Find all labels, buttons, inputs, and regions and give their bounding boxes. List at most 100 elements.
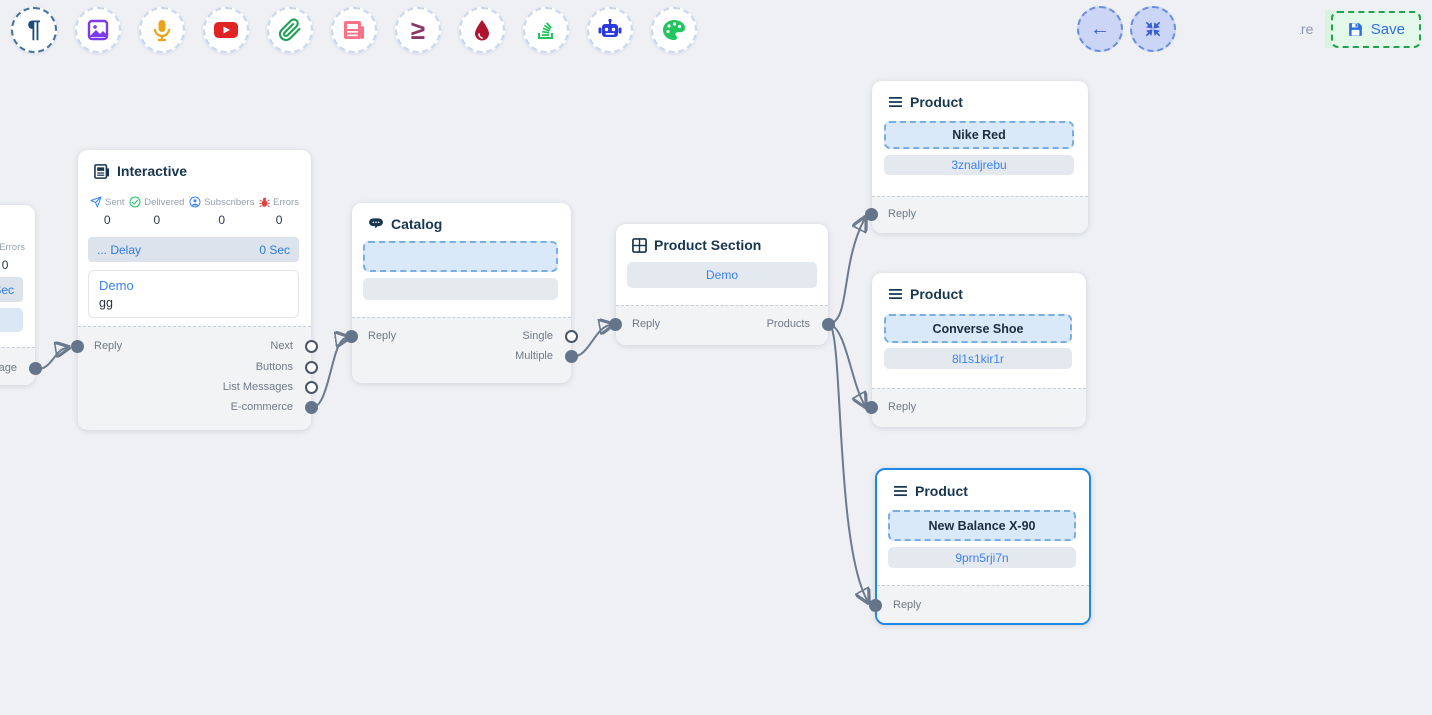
port-label-reply: Reply xyxy=(893,599,922,611)
input-handle-reply[interactable] xyxy=(345,330,358,343)
save-button[interactable]: Save xyxy=(1330,11,1421,48)
robot-icon xyxy=(597,18,623,42)
node-title: Interactive xyxy=(117,163,188,179)
product-name: Converse Shoe xyxy=(932,321,1024,336)
node-title: Catalog xyxy=(391,216,443,232)
input-handle-reply[interactable] xyxy=(609,318,622,331)
node-product-1[interactable]: Product Nike Red 3znaljrebu Reply xyxy=(865,81,1088,233)
stats-row: Sent 0 Delivered 0 Subscribers 0 xyxy=(78,196,311,227)
node-title: Product xyxy=(910,286,963,302)
product-id-box[interactable]: 9prn5rji7n xyxy=(888,547,1076,568)
list-icon xyxy=(888,96,903,108)
node-product-2[interactable]: Product Converse Shoe 8l1s1kir1r Reply xyxy=(865,273,1086,427)
stat-sent: Sent 0 xyxy=(90,196,125,227)
product-id: 9prn5rji7n xyxy=(955,550,1009,565)
edge-products-to-product3 xyxy=(829,323,867,600)
stat-subscribers: Subscribers 0 xyxy=(189,196,254,227)
output-handle-next[interactable] xyxy=(305,340,318,353)
toolbar-text-button[interactable]: ¶ xyxy=(11,7,57,53)
node-footer xyxy=(352,317,571,383)
port-label-list-messages: List Messages xyxy=(222,381,293,393)
port-label-reply: Reply xyxy=(632,318,661,330)
stat-label: Errors xyxy=(0,241,25,253)
stat-errors: Errors 0 xyxy=(259,196,299,227)
product-id-box[interactable]: 8l1s1kir1r xyxy=(884,348,1072,369)
toolbar-file-button[interactable] xyxy=(267,7,313,53)
toolbar-template-button[interactable] xyxy=(331,7,377,53)
product-name-box[interactable]: Nike Red xyxy=(884,121,1074,149)
toolbar-sequence-button[interactable] xyxy=(523,7,569,53)
catalog-slot-box[interactable] xyxy=(363,241,558,272)
product-id: 3znaljrebu xyxy=(951,158,1007,172)
section-demo-box[interactable]: Demo xyxy=(627,262,817,288)
edge-products-to-product2 xyxy=(829,323,864,404)
delay-row[interactable]: 0 Sec xyxy=(0,277,23,302)
node-footer xyxy=(78,326,311,430)
delay-value: 0 Sec xyxy=(0,282,14,297)
product-id: 8l1s1kir1r xyxy=(951,351,1005,366)
node-message-partial[interactable]: Errors 0 0 Sec Message xyxy=(0,205,42,385)
palette-icon xyxy=(662,19,686,41)
stack-icon xyxy=(535,19,557,41)
node-footer xyxy=(872,388,1086,427)
toolbar-theme-button[interactable] xyxy=(651,7,697,53)
toolbar-audio-button[interactable] xyxy=(139,7,185,53)
output-handle-message[interactable] xyxy=(29,362,42,375)
port-label-reply: Reply xyxy=(368,330,397,342)
back-button[interactable]: ← xyxy=(1077,6,1123,52)
toolbar-drip-button[interactable] xyxy=(459,7,505,53)
port-label-reply: Reply xyxy=(94,340,123,352)
node-catalog[interactable]: Catalog Reply Single Multiple xyxy=(345,203,578,383)
product-name: New Balance X-90 xyxy=(928,518,1036,533)
output-handle-ecommerce[interactable] xyxy=(305,401,318,414)
toolbar-condition-button[interactable]: ≥ xyxy=(395,7,441,53)
delay-value: 0 Sec xyxy=(259,242,290,257)
node-product-3[interactable]: Product New Balance X-90 9prn5rji7n Repl… xyxy=(869,468,1091,625)
output-handle-list-messages[interactable] xyxy=(305,381,318,394)
input-handle-reply[interactable] xyxy=(865,401,878,414)
share-button-label: Share xyxy=(1300,21,1314,37)
message-box[interactable]: Demo gg xyxy=(88,270,299,318)
input-handle-reply[interactable] xyxy=(865,208,878,221)
stat-delivered: Delivered 0 xyxy=(129,196,184,227)
message-content-box[interactable] xyxy=(0,308,23,332)
output-handle-single[interactable] xyxy=(565,330,578,343)
image-icon xyxy=(86,18,110,42)
fit-view-button[interactable] xyxy=(1130,6,1176,52)
product-name: Nike Red xyxy=(952,128,1006,142)
send-icon xyxy=(90,196,102,208)
port-label-message: Message xyxy=(0,362,17,374)
output-handle-buttons[interactable] xyxy=(305,361,318,374)
input-handle-reply[interactable] xyxy=(71,340,84,353)
toolbar-video-button[interactable] xyxy=(203,7,249,53)
delay-label: ... Delay xyxy=(97,242,142,257)
stat-errors: Errors 0 xyxy=(0,241,25,273)
output-handle-products[interactable] xyxy=(822,318,835,331)
product-id-box[interactable]: 3znaljrebu xyxy=(884,155,1074,175)
check-circle-icon xyxy=(129,196,141,208)
port-label-reply: Reply xyxy=(888,208,917,220)
node-interactive[interactable]: Interactive Sent 0 Delivered 0 xyxy=(71,150,318,430)
list-icon xyxy=(893,485,908,497)
message-box-text: gg xyxy=(99,296,113,310)
toolbar-image-button[interactable] xyxy=(75,7,121,53)
paperclip-icon xyxy=(278,18,302,42)
output-handle-multiple[interactable] xyxy=(565,350,578,363)
product-name-box[interactable]: New Balance X-90 xyxy=(888,510,1076,541)
toolbar-bot-button[interactable] xyxy=(587,7,633,53)
node-product-section[interactable]: Product Section Demo Reply Products xyxy=(609,224,835,345)
port-label-products: Products xyxy=(766,318,810,330)
catalog-secondary-box[interactable] xyxy=(363,278,558,300)
delay-row[interactable]: ... Delay 0 Sec xyxy=(88,237,299,262)
port-label-single: Single xyxy=(522,330,553,342)
port-label-next: Next xyxy=(270,340,293,352)
chat-icon xyxy=(368,217,384,231)
save-floppy-icon xyxy=(1347,21,1364,38)
stat-value: 0 xyxy=(1,258,9,272)
newspaper-icon xyxy=(342,19,366,41)
product-name-box[interactable]: Converse Shoe xyxy=(884,314,1072,343)
node-footer xyxy=(877,585,1089,623)
journal-icon xyxy=(94,163,110,179)
section-demo-label: Demo xyxy=(705,268,738,282)
input-handle-reply[interactable] xyxy=(869,599,882,612)
